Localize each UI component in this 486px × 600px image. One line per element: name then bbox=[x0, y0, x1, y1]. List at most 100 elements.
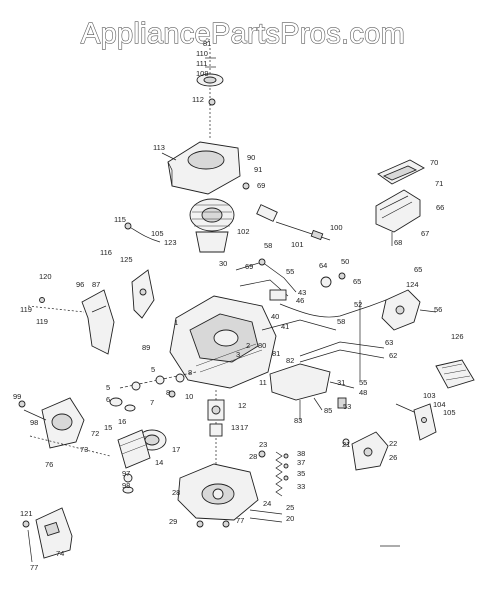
callout-c-5a: 5 bbox=[151, 365, 155, 374]
part-pad-126 bbox=[435, 359, 475, 389]
callout-c-69b: 69 bbox=[245, 262, 253, 271]
callout-c-48: 48 bbox=[359, 388, 367, 397]
callout-c-65b: 65 bbox=[353, 277, 361, 286]
callout-c-77a: 77 bbox=[236, 516, 244, 525]
callout-c-30: 30 bbox=[219, 259, 227, 268]
callout-c-40: 40 bbox=[271, 312, 279, 321]
callout-c-5b: 5 bbox=[106, 383, 110, 392]
callout-c-17a: 17 bbox=[240, 423, 248, 432]
callout-c-110: 110 bbox=[196, 49, 208, 58]
callout-c-38: 38 bbox=[297, 449, 305, 458]
callout-c-7: 7 bbox=[150, 398, 154, 407]
callout-c-100: 100 bbox=[330, 223, 343, 232]
part-plug-cap bbox=[124, 222, 132, 230]
callout-c-22: 22 bbox=[389, 439, 397, 448]
callout-c-2: 2 bbox=[246, 341, 250, 350]
part-screw-top bbox=[205, 57, 216, 68]
callout-c-20: 20 bbox=[286, 514, 294, 523]
part-needle-12 bbox=[207, 399, 225, 437]
part-carburetor-body bbox=[169, 295, 277, 389]
callout-c-113: 113 bbox=[153, 143, 165, 152]
part-rod-46 bbox=[279, 299, 387, 318]
callout-c-91: 91 bbox=[254, 165, 262, 174]
part-lever-125 bbox=[131, 269, 155, 319]
callout-c-111: 111 bbox=[196, 59, 207, 68]
callout-c-119a: 119 bbox=[20, 305, 32, 314]
callout-c-10: 10 bbox=[185, 392, 193, 401]
callout-c-25: 25 bbox=[286, 503, 294, 512]
part-cylinder-123 bbox=[189, 198, 235, 253]
callout-c-35a: 35 bbox=[297, 469, 305, 478]
callout-c-17b: 17 bbox=[172, 445, 180, 454]
callout-c-83: 83 bbox=[294, 416, 302, 425]
callout-c-56: 56 bbox=[434, 305, 442, 314]
callout-c-72: 72 bbox=[91, 429, 99, 438]
callout-c-109: 109 bbox=[196, 69, 209, 78]
callout-c-29: 29 bbox=[169, 517, 177, 526]
part-control-124 bbox=[381, 289, 437, 331]
leader-76 bbox=[29, 435, 111, 457]
callout-c-12: 12 bbox=[238, 401, 246, 410]
callout-c-71: 71 bbox=[435, 179, 443, 188]
part-jets-row bbox=[109, 371, 197, 412]
leader-25 bbox=[249, 509, 283, 515]
callout-c-119b: 119 bbox=[36, 317, 48, 326]
callout-c-103: 103 bbox=[423, 391, 436, 400]
callout-c-81: 81 bbox=[203, 39, 211, 48]
callout-c-85: 85 bbox=[324, 406, 332, 415]
callout-c-58b: 58 bbox=[337, 317, 345, 326]
part-springs-column bbox=[258, 450, 289, 497]
callout-c-69a: 69 bbox=[257, 181, 265, 190]
callout-c-8b: 8 bbox=[166, 388, 170, 397]
part-nut-97 bbox=[123, 473, 133, 483]
callout-c-105b: 105 bbox=[443, 408, 456, 417]
callout-c-115: 115 bbox=[114, 215, 126, 224]
callout-c-125: 125 bbox=[120, 255, 133, 264]
part-washer-98 bbox=[122, 486, 134, 494]
callout-c-55a: 55 bbox=[286, 267, 294, 276]
callout-c-53: 53 bbox=[343, 402, 351, 411]
callout-c-50: 50 bbox=[341, 257, 349, 266]
callout-c-24: 24 bbox=[263, 499, 271, 508]
part-handle-70 bbox=[377, 159, 425, 185]
callout-c-13: 13 bbox=[231, 423, 239, 432]
callout-c-123: 123 bbox=[164, 238, 177, 247]
callout-c-120: 120 bbox=[39, 272, 52, 281]
watermark-text: AppliancePartsPros.com bbox=[81, 18, 405, 50]
part-cover-90 bbox=[161, 141, 241, 195]
callout-c-3: 3 bbox=[236, 350, 240, 359]
callout-c-81b: 81 bbox=[272, 349, 280, 358]
callout-c-97: 97 bbox=[122, 469, 130, 478]
part-screw-77 bbox=[222, 520, 230, 528]
callout-c-121: 121 bbox=[20, 509, 33, 518]
callout-c-26: 26 bbox=[389, 453, 397, 462]
callout-c-96: 96 bbox=[76, 280, 84, 289]
callout-c-23: 23 bbox=[259, 440, 267, 449]
callout-c-104: 104 bbox=[433, 400, 446, 409]
callout-c-64: 64 bbox=[319, 261, 327, 270]
callout-c-74: 74 bbox=[56, 549, 64, 558]
part-washer-112 bbox=[208, 98, 216, 106]
callout-c-41: 41 bbox=[281, 322, 289, 331]
callout-c-16: 16 bbox=[118, 417, 126, 426]
part-rod-40 bbox=[261, 319, 337, 331]
callout-c-21: 21 bbox=[342, 440, 350, 449]
callout-c-70: 70 bbox=[430, 158, 438, 167]
callout-c-6: 6 bbox=[106, 395, 110, 404]
part-bowl-14 bbox=[117, 429, 167, 469]
callout-c-15: 15 bbox=[104, 423, 112, 432]
callout-c-102: 102 bbox=[237, 227, 250, 236]
callout-c-82: 82 bbox=[286, 356, 294, 365]
part-bracket-87 bbox=[81, 289, 115, 355]
callout-c-112: 112 bbox=[192, 95, 204, 104]
callout-c-1: 1 bbox=[174, 318, 178, 327]
part-screw-29 bbox=[196, 520, 204, 528]
callout-c-52: 52 bbox=[354, 300, 362, 309]
callout-c-8a: 8 bbox=[188, 368, 192, 377]
callout-c-77b: 77 bbox=[30, 563, 38, 572]
part-screw-121 bbox=[22, 520, 30, 528]
callout-c-90: 90 bbox=[247, 153, 255, 162]
part-bracket-103 bbox=[395, 403, 437, 441]
part-cluster-31 bbox=[269, 363, 355, 420]
